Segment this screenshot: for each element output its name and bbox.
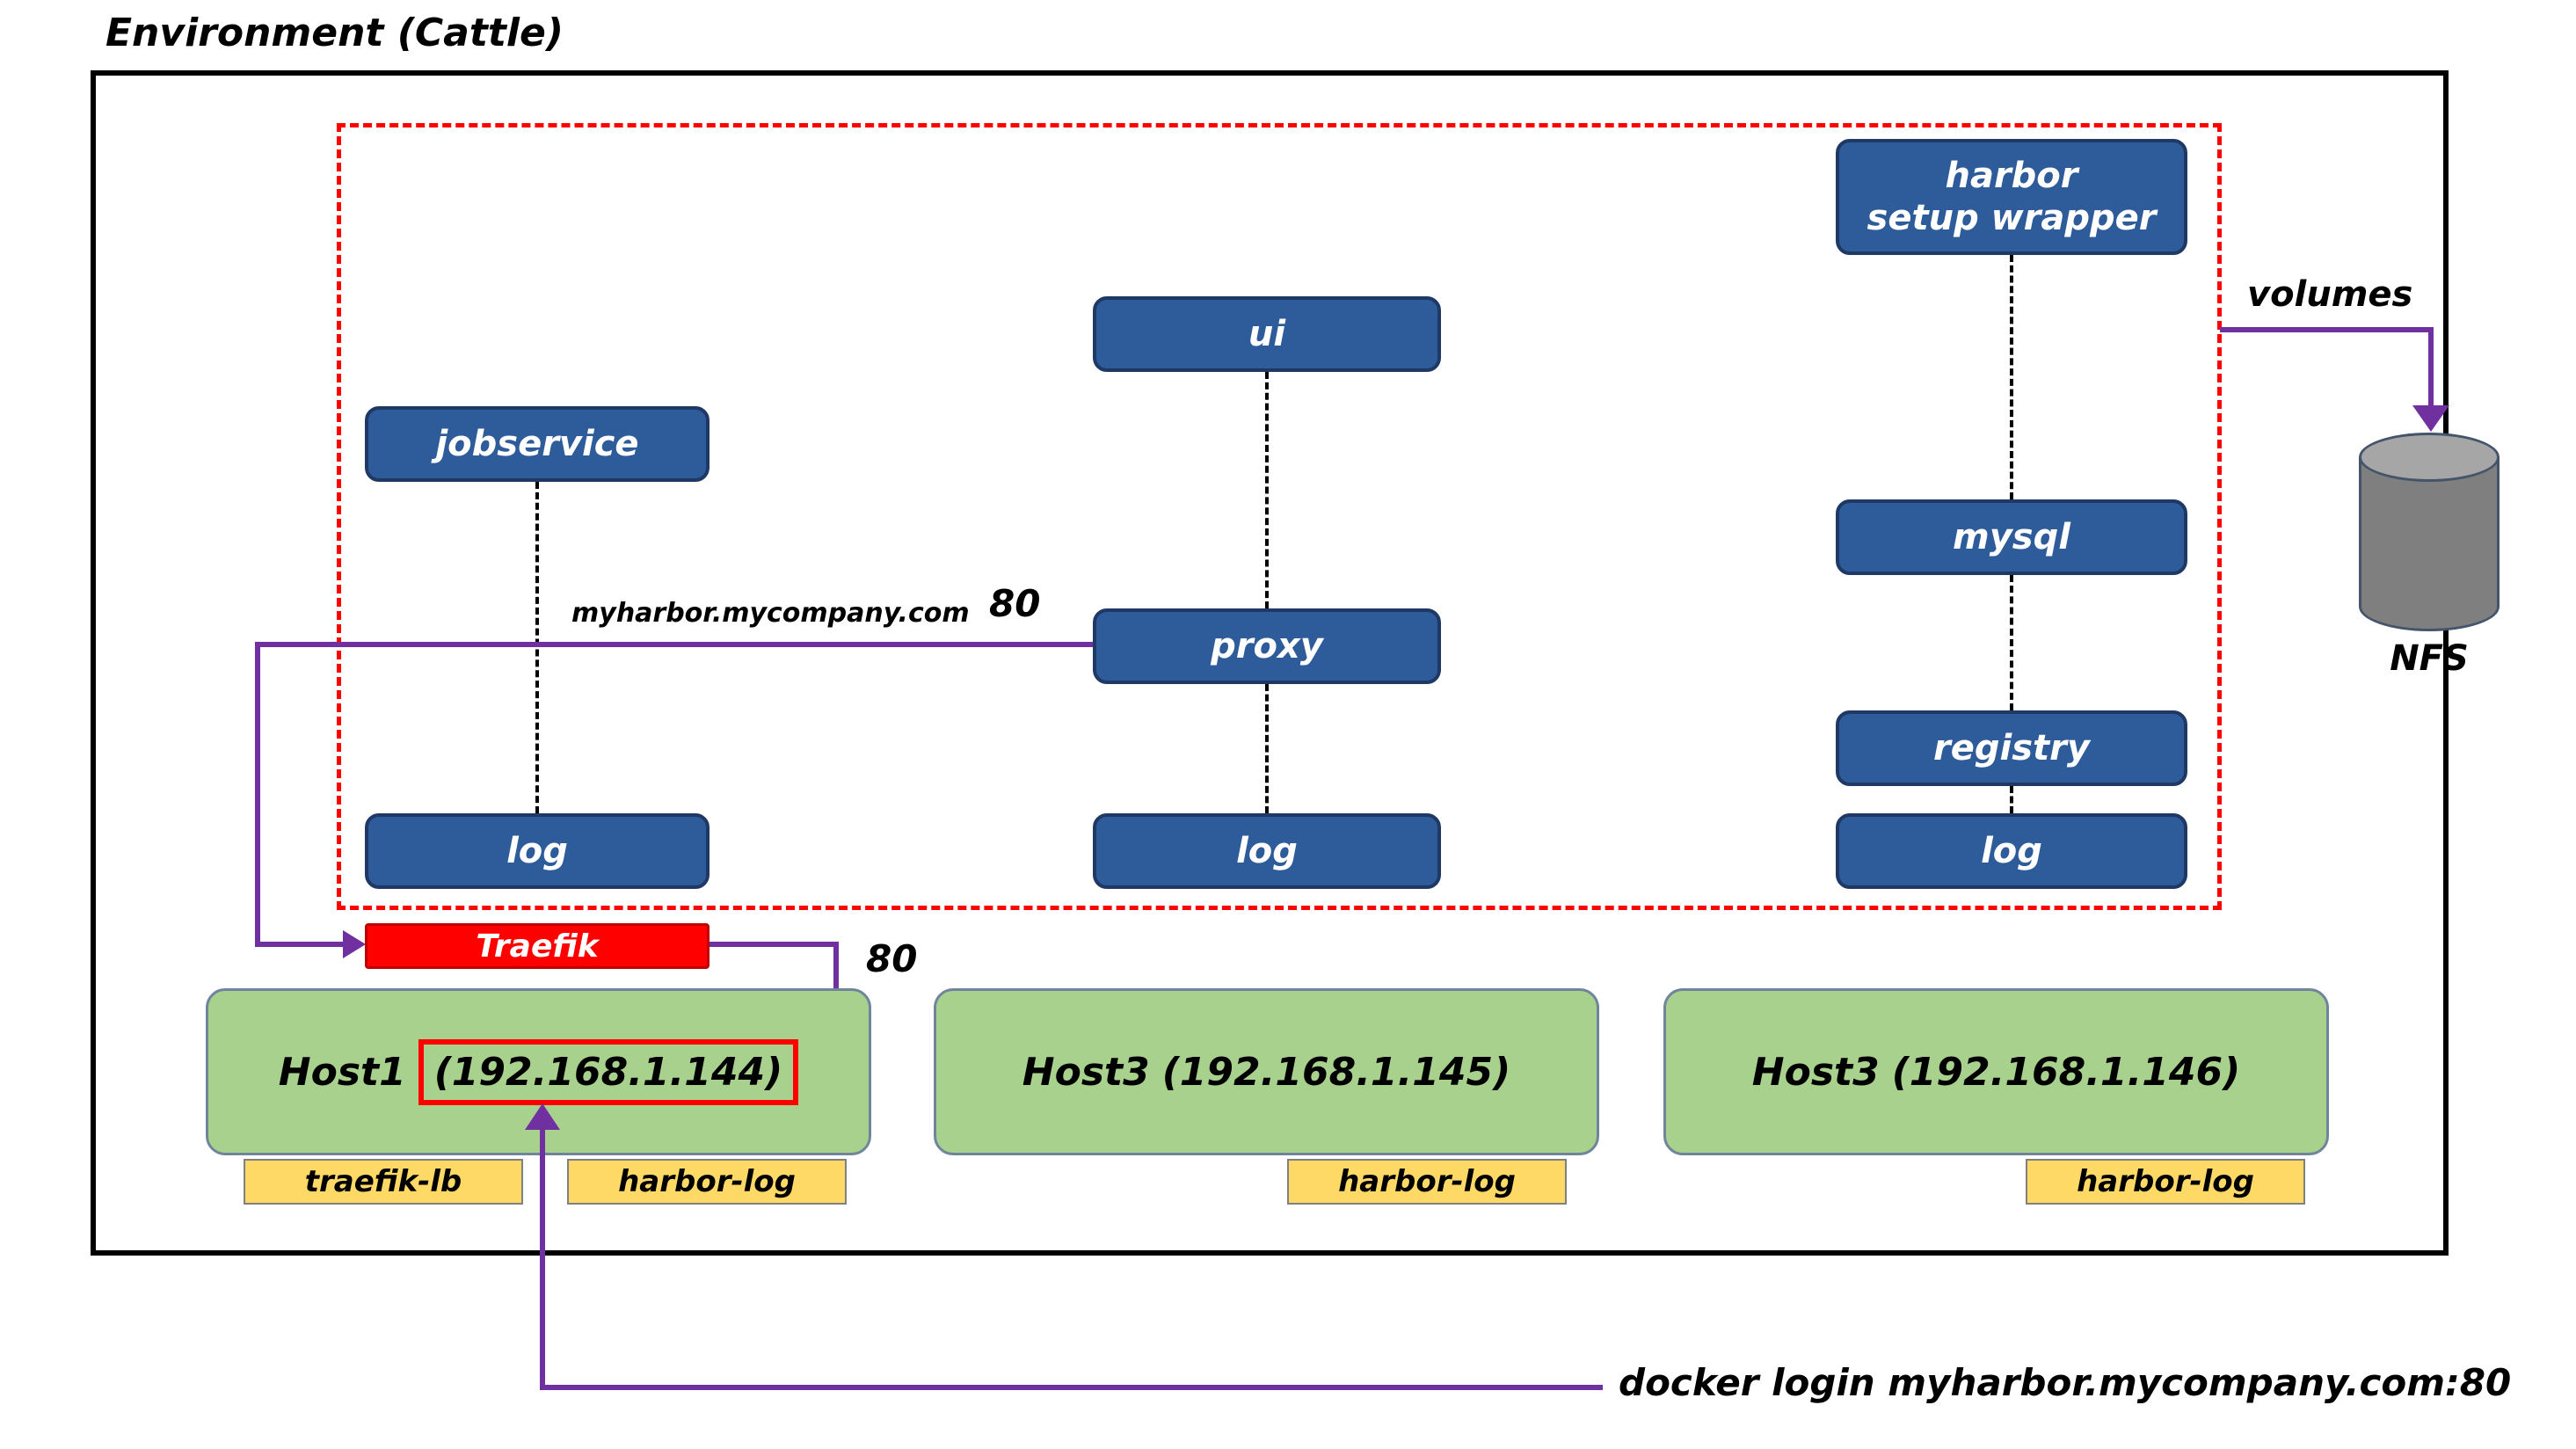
tag-harbor-log-1: harbor-log — [567, 1159, 847, 1205]
service-harbor-setup-wrapper: harbor setup wrapper — [1836, 139, 2187, 255]
docker-login-label: docker login myharbor.mycompany.com:80 — [1619, 1361, 2512, 1404]
service-jobservice-label: jobservice — [435, 424, 639, 464]
service-jobservice: jobservice — [365, 406, 709, 482]
volumes-arrowhead-down — [2412, 405, 2449, 432]
ingress-line-vertical — [255, 642, 260, 947]
service-mysql: mysql — [1836, 499, 2187, 575]
connector-ui-proxy — [1265, 372, 1269, 608]
service-log-mid: log — [1093, 813, 1441, 889]
service-ui-label: ui — [1248, 314, 1286, 354]
service-registry-label: registry — [1933, 728, 2090, 768]
service-log-left-label: log — [506, 831, 568, 871]
connector-mysql-registry — [2010, 575, 2013, 710]
tag-harbor-log-1-label: harbor-log — [618, 1164, 796, 1199]
service-harbor-setup-wrapper-line2: setup wrapper — [1867, 198, 2157, 238]
connector-proxy-log — [1265, 684, 1269, 813]
tag-traefik-lb-label: traefik-lb — [304, 1164, 462, 1199]
host1-ip-highlight-box: (192.168.1.144) — [418, 1038, 799, 1105]
service-ui: ui — [1093, 296, 1441, 372]
service-harbor-setup-wrapper-line1: harbor — [1945, 156, 2078, 196]
connector-wrapper-mysql — [2010, 255, 2013, 499]
host2-ip: (192.168.1.145) — [1161, 1049, 1511, 1095]
service-mysql-label: mysql — [1953, 517, 2070, 557]
service-log-right: log — [1836, 813, 2187, 889]
host-card-3: Host3 (192.168.1.146) — [1663, 988, 2329, 1155]
host-card-2: Host3 (192.168.1.145) — [934, 988, 1599, 1155]
tag-harbor-log-2-label: harbor-log — [1338, 1164, 1516, 1199]
docker-login-arrowhead-up — [525, 1103, 560, 1130]
service-log-mid-label: log — [1236, 831, 1298, 871]
connector-registry-log — [2010, 786, 2013, 813]
traefik-box: Traefik — [365, 923, 709, 969]
nfs-cylinder-top — [2359, 433, 2500, 482]
nfs-label: NFS — [2390, 638, 2469, 679]
volumes-arrow-vertical — [2428, 327, 2434, 407]
tag-harbor-log-3: harbor-log — [2026, 1159, 2305, 1205]
ingress-port-label: 80 — [989, 582, 1041, 625]
service-log-left: log — [365, 813, 709, 889]
stack-boundary — [337, 123, 2222, 910]
volumes-label: volumes — [2247, 274, 2413, 315]
host-card-1: Host1 (192.168.1.144) — [206, 988, 871, 1155]
traefik-label: Traefik — [476, 928, 599, 965]
connector-jobservice-log — [535, 482, 539, 813]
diagram-title: Environment (Cattle) — [106, 11, 564, 55]
service-proxy-label: proxy — [1211, 626, 1323, 666]
host1-name: Host1 — [278, 1049, 406, 1095]
docker-login-horizontal — [542, 1385, 1603, 1390]
traefik-arrowhead-right — [343, 930, 366, 958]
service-proxy: proxy — [1093, 608, 1441, 684]
service-log-right-label: log — [1981, 831, 2042, 871]
tag-traefik-lb: traefik-lb — [244, 1159, 523, 1205]
service-registry: registry — [1836, 710, 2187, 786]
traefik-port-label: 80 — [866, 937, 918, 980]
host2-name: Host3 — [1022, 1049, 1150, 1095]
tag-harbor-log-2: harbor-log — [1287, 1159, 1567, 1205]
ingress-line-into-traefik — [255, 942, 345, 947]
volumes-arrow-horizontal — [2220, 327, 2434, 332]
nfs-cylinder-body — [2359, 457, 2500, 607]
ingress-line-horizontal — [255, 642, 1093, 647]
host3-name: Host3 — [1751, 1049, 1880, 1095]
traefik-out-horizontal — [709, 942, 839, 947]
tag-harbor-log-3-label: harbor-log — [2077, 1164, 2254, 1199]
host1-ip: (192.168.1.144) — [433, 1049, 783, 1095]
docker-login-vertical — [540, 1128, 545, 1390]
host3-ip: (192.168.1.146) — [1891, 1049, 2241, 1095]
ingress-domain-label: myharbor.mycompany.com — [571, 598, 970, 629]
